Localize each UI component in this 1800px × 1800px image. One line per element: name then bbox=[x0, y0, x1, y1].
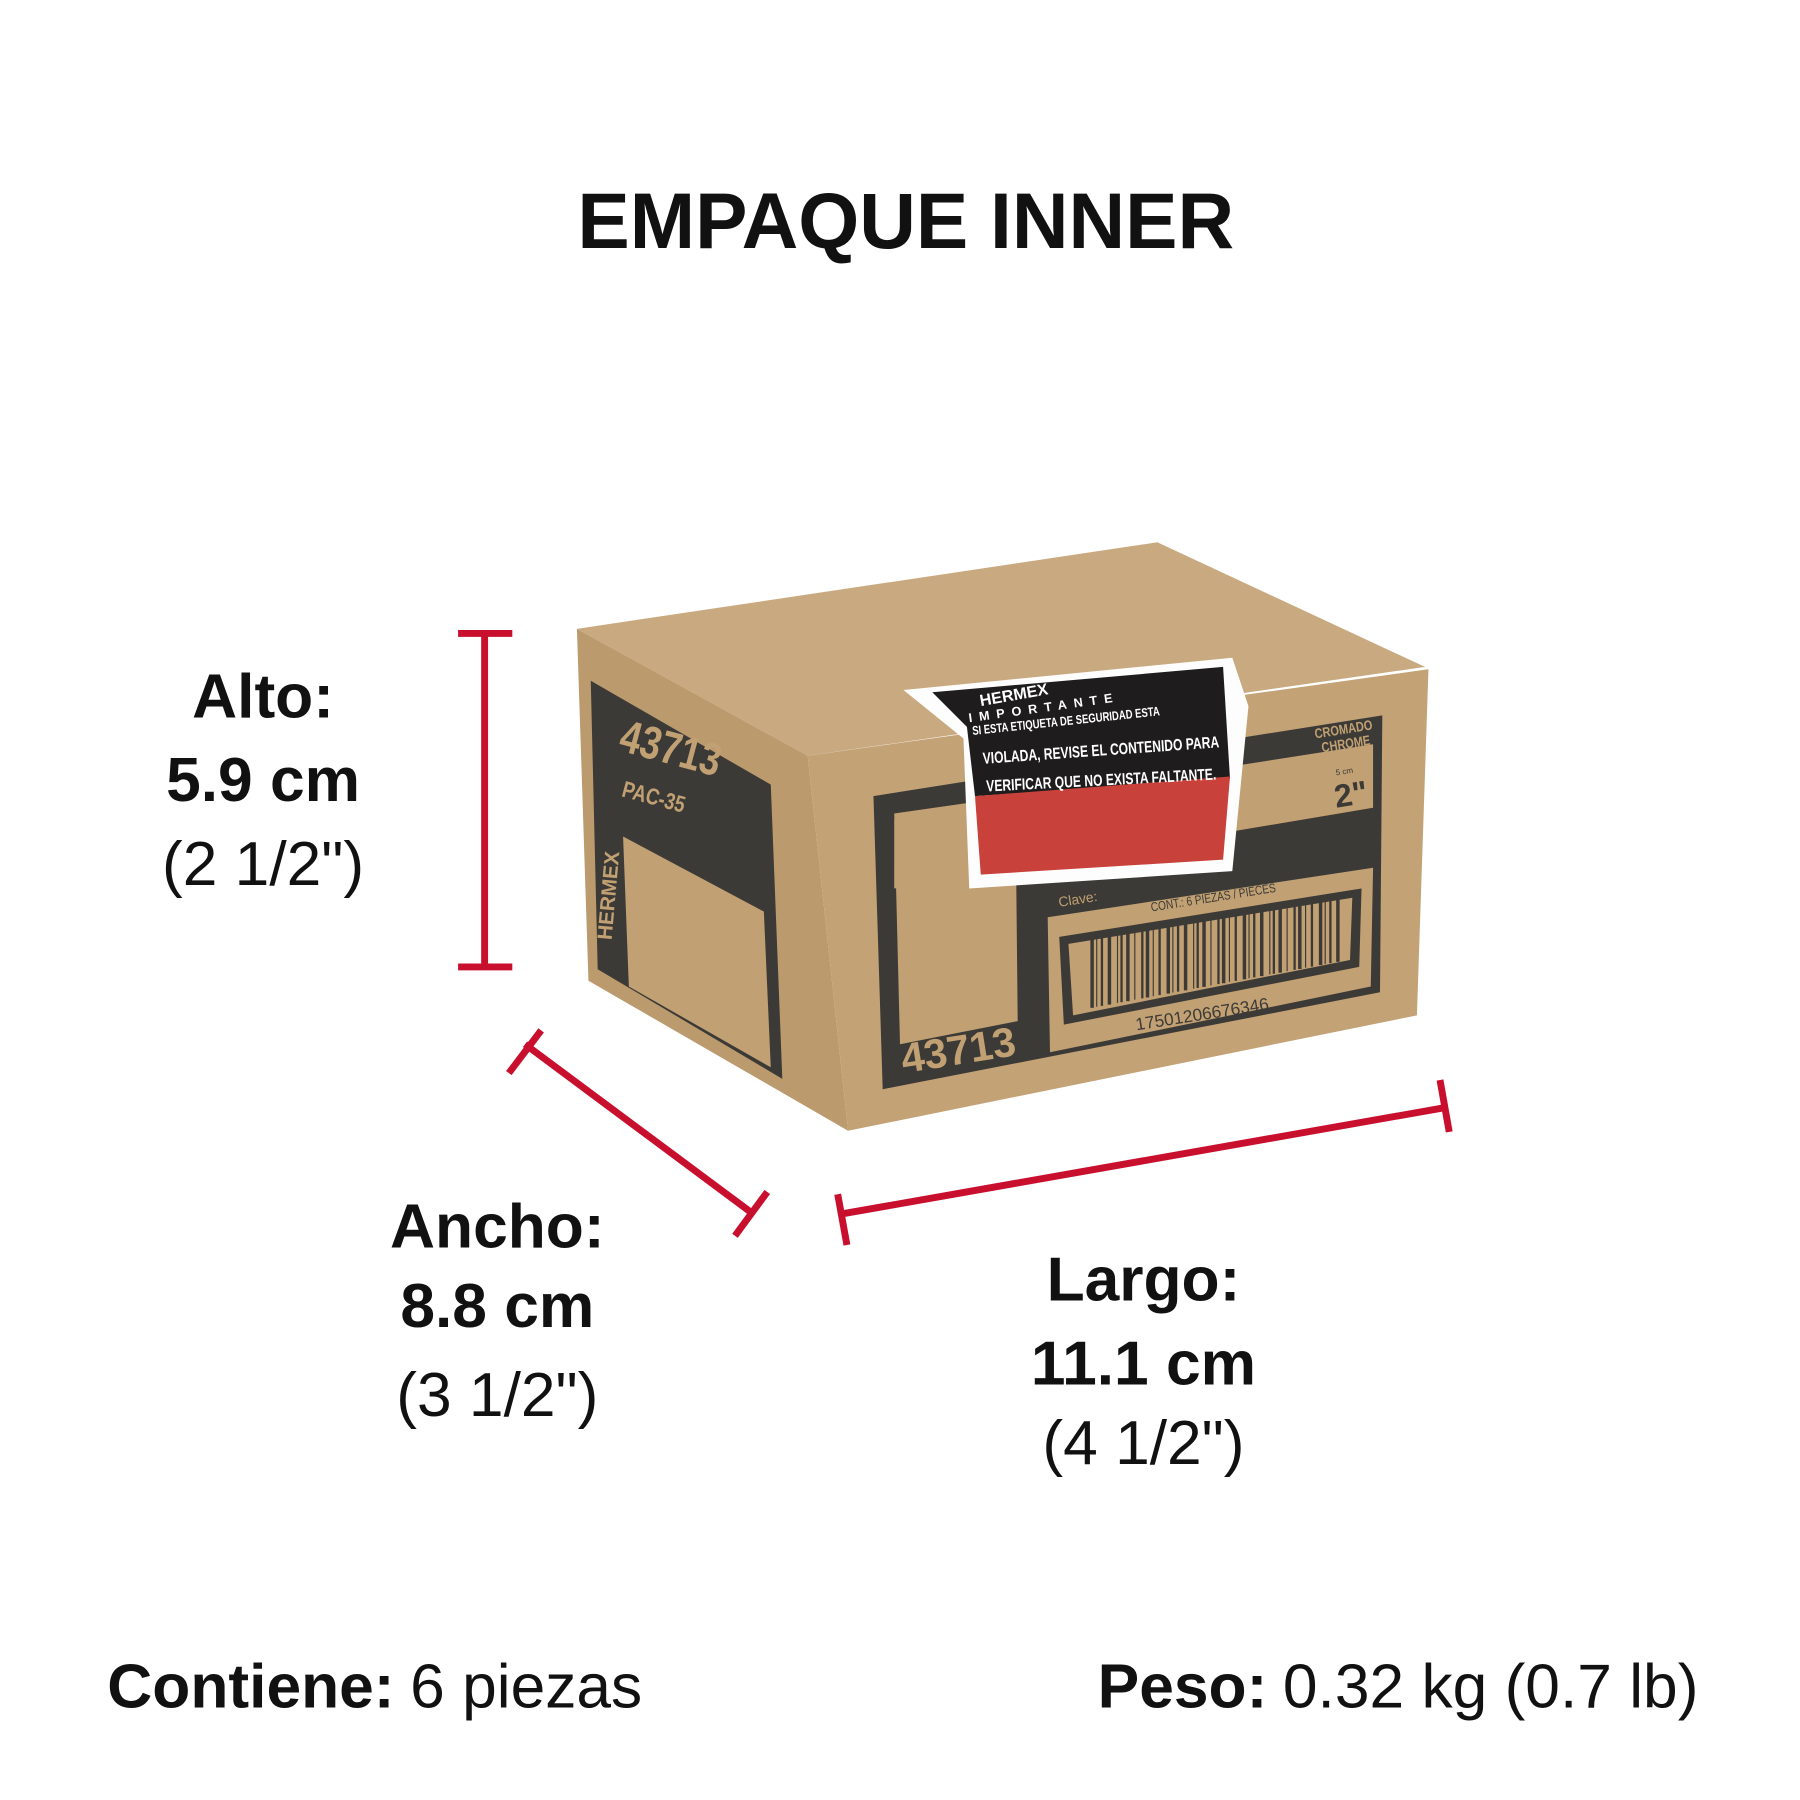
barcode-bar bbox=[1183, 922, 1188, 991]
barcode-bar bbox=[1141, 929, 1144, 999]
barcode-bar bbox=[1324, 900, 1326, 965]
barcode-bar bbox=[1228, 915, 1230, 982]
page-title: EMPAQUE INNER bbox=[577, 177, 1234, 265]
alto-title: Alto: bbox=[192, 663, 334, 732]
ancho-imperial: (3 1/2") bbox=[396, 1361, 598, 1430]
barcode-bar bbox=[1253, 911, 1256, 978]
barcode-bar bbox=[1329, 900, 1332, 964]
barcode-bar bbox=[1196, 920, 1199, 988]
barcode-bar bbox=[1286, 906, 1288, 972]
barcode-bar bbox=[1134, 930, 1136, 1000]
barcode-bar bbox=[1158, 926, 1161, 996]
barcode-bar bbox=[1318, 901, 1323, 966]
peso-value: 0.32 kg (0.7 lb) bbox=[1283, 1653, 1699, 1722]
barcode-bar bbox=[1107, 934, 1112, 1005]
alto-metric: 5.9 cm bbox=[166, 746, 360, 815]
largo-title: Largo: bbox=[1047, 1245, 1241, 1314]
barcode-bar bbox=[1100, 935, 1104, 1006]
barcode-bar bbox=[1126, 931, 1130, 1002]
security-sticker: HERMEX IMPORTANTE SI ESTA ETIQUETA DE SE… bbox=[903, 657, 1249, 889]
barcode-bar bbox=[1293, 905, 1296, 970]
barcode-bar bbox=[1248, 912, 1250, 979]
contiene-info: Contiene: 6 piezas bbox=[107, 1653, 642, 1722]
barcode-bar bbox=[1221, 916, 1226, 984]
barcode-bar bbox=[1217, 917, 1220, 985]
contiene-label: Contiene: bbox=[107, 1653, 394, 1722]
barcode-bar bbox=[1145, 928, 1150, 998]
barcode-bar bbox=[1166, 925, 1170, 994]
barcode-bar bbox=[1298, 904, 1302, 969]
barcode-bar bbox=[1310, 902, 1314, 967]
dimension-lines bbox=[458, 630, 1453, 1246]
barcode-bar bbox=[1260, 910, 1264, 977]
cardboard-box: 43713 PAC-35 HERMEX 17501206676346 CONT.… bbox=[576, 542, 1429, 1131]
peso-label: Peso: bbox=[1098, 1653, 1268, 1722]
alto-imperial: (2 1/2") bbox=[162, 830, 364, 899]
box-top-face bbox=[576, 542, 1425, 756]
barcode-bar bbox=[1336, 899, 1340, 962]
alto-label: Alto: 5.9 cm (2 1/2") bbox=[162, 663, 364, 899]
ancho-line bbox=[506, 1028, 771, 1238]
barcode-bar bbox=[1096, 936, 1098, 1007]
barcode-bar bbox=[1172, 924, 1174, 993]
ancho-label: Ancho: 8.8 cm (3 1/2") bbox=[390, 1192, 605, 1429]
barcode-bar bbox=[1242, 913, 1247, 980]
contiene-value: 6 piezas bbox=[410, 1653, 642, 1722]
barcode-bar bbox=[1152, 927, 1154, 997]
ancho-metric: 8.8 cm bbox=[400, 1272, 594, 1341]
codigo-label: Código bbox=[938, 1011, 984, 1034]
finish-en: CHROME bbox=[1320, 733, 1371, 756]
barcode-bar bbox=[1305, 903, 1307, 968]
largo-metric: 11.1 cm bbox=[1031, 1330, 1256, 1399]
barcode-bar bbox=[1210, 918, 1212, 986]
left-face-window bbox=[623, 836, 771, 1068]
clave-label: Clave: bbox=[1057, 888, 1098, 910]
ancho-title: Ancho: bbox=[390, 1192, 605, 1261]
barcode-bar bbox=[1272, 908, 1275, 974]
barcode-bar bbox=[1176, 923, 1180, 992]
barcode-bar bbox=[1120, 932, 1123, 1003]
largo-imperial: (4 1/2") bbox=[1042, 1409, 1244, 1478]
size-imperial: 2" bbox=[1332, 774, 1371, 815]
barcode-bar bbox=[1269, 909, 1271, 975]
barcode-bar bbox=[1090, 936, 1094, 1008]
barcode-bar bbox=[1234, 914, 1237, 981]
largo-label: Largo: 11.1 cm (4 1/2") bbox=[1031, 1245, 1256, 1478]
barcode-bar bbox=[1116, 932, 1119, 1003]
barcode-bar bbox=[1193, 921, 1195, 989]
largo-line bbox=[834, 1079, 1453, 1246]
peso-info: Peso: 0.32 kg (0.7 lb) bbox=[1098, 1653, 1699, 1722]
barcode-bar bbox=[1202, 919, 1206, 987]
size-metric: 5 cm bbox=[1335, 766, 1354, 778]
barcode bbox=[1090, 899, 1340, 1008]
barcode-bar bbox=[1278, 907, 1282, 973]
alto-line bbox=[458, 630, 513, 971]
